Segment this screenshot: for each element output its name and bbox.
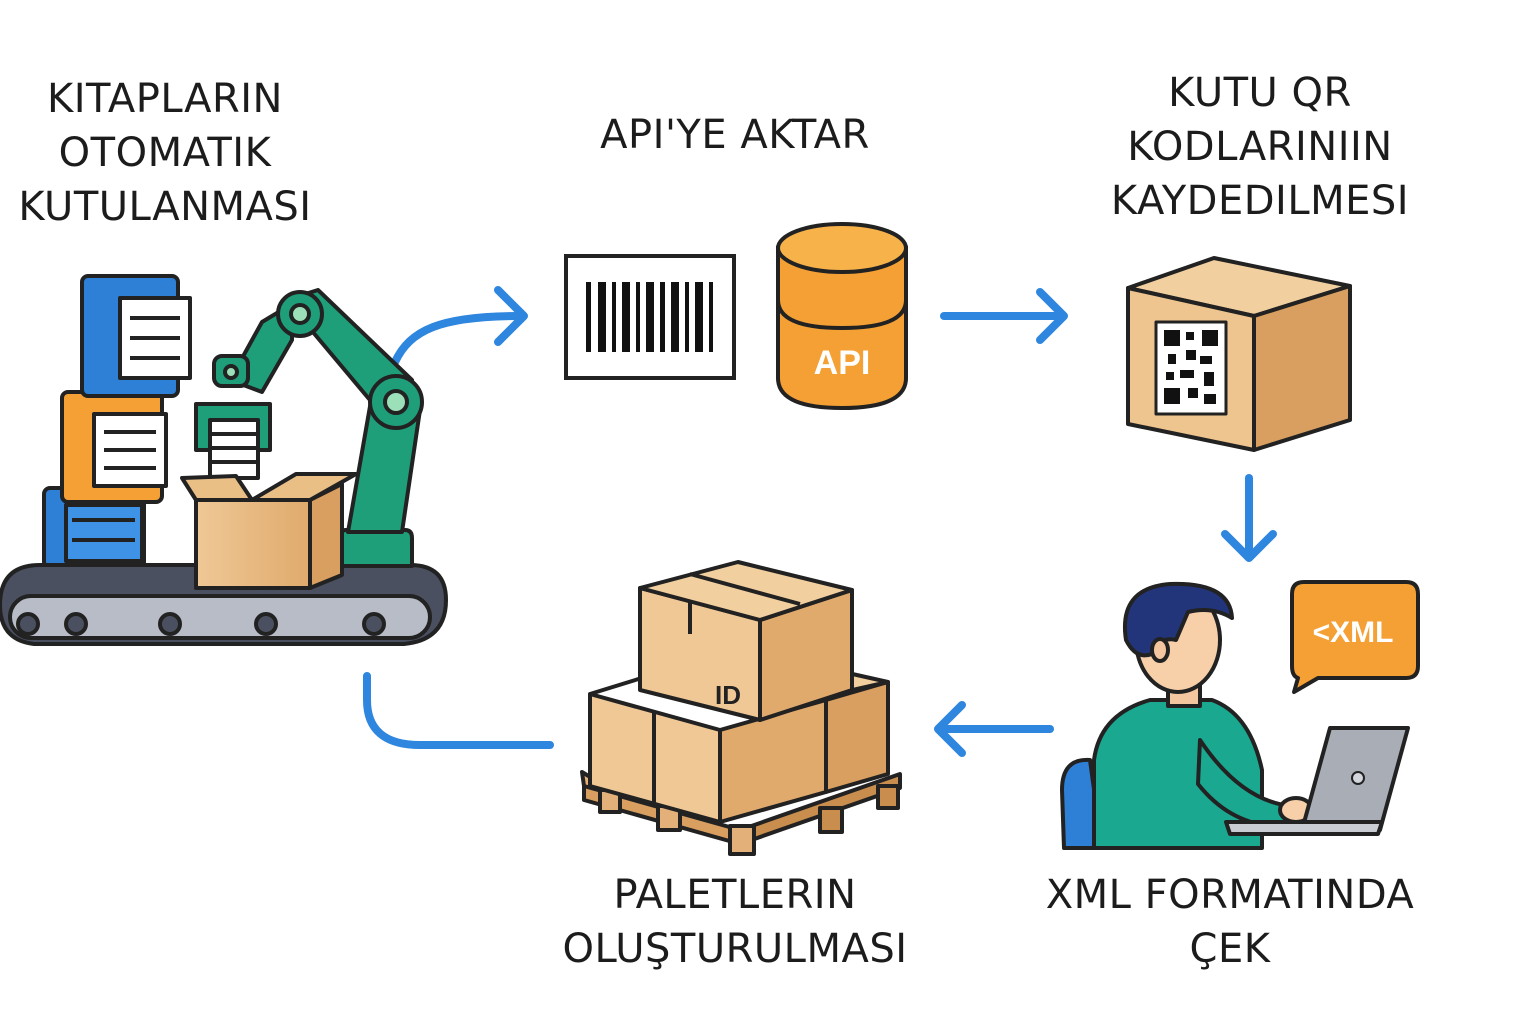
step-label-qr: KUTU QR KODLARINIIN KAYDEDILMESI (1080, 66, 1440, 228)
step-label-xml: XML FORMATINDA ÇEK (1030, 868, 1430, 976)
label-line: OTOMATIK (58, 130, 272, 176)
arrow-to-xml (1221, 474, 1277, 562)
open-box-icon (180, 472, 358, 590)
api-database-icon: API (776, 222, 908, 411)
box-id-label: ID (715, 680, 741, 710)
pallet-icon: ID (580, 560, 902, 856)
label-line: API'YE AKTAR (600, 112, 870, 158)
barcode-icon (564, 254, 736, 380)
arrow-to-api (391, 286, 528, 366)
qr-box-icon (1126, 256, 1352, 452)
label-line: KODLARINIIN (1127, 124, 1393, 170)
arrow-return (363, 672, 554, 749)
label-line: KITAPLARIN (47, 76, 283, 122)
laptop-icon (1224, 726, 1410, 836)
label-line: KUTU QR (1168, 70, 1352, 116)
conveyor-belt-icon (0, 563, 449, 646)
label-line: ÇEK (1189, 926, 1271, 972)
step-label-api: API'YE AKTAR (560, 108, 910, 162)
person-icon (1060, 581, 1314, 850)
arrow-to-pallet (934, 701, 1054, 757)
xml-bubble-icon: <XML (1290, 580, 1420, 694)
qr-code-icon (1154, 320, 1228, 416)
robot-arm-icon (194, 288, 424, 568)
label-line: OLUŞTURULMASI (562, 926, 908, 972)
label-line: KAYDEDILMESI (1110, 178, 1410, 224)
step-label-boxing: KITAPLARIN OTOMATIK KUTULANMASI (0, 72, 330, 234)
books-stack-icon (42, 274, 192, 570)
label-line: KUTULANMASI (18, 184, 312, 230)
xml-bubble-text: <XML (1313, 616, 1394, 649)
api-badge: API (814, 344, 871, 382)
step-label-pallet: PALETLERIN OLUŞTURULMASI (540, 868, 930, 976)
label-line: XML FORMATINDA (1045, 872, 1415, 918)
arrow-to-qr (940, 288, 1068, 344)
label-line: PALETLERIN (613, 872, 857, 918)
